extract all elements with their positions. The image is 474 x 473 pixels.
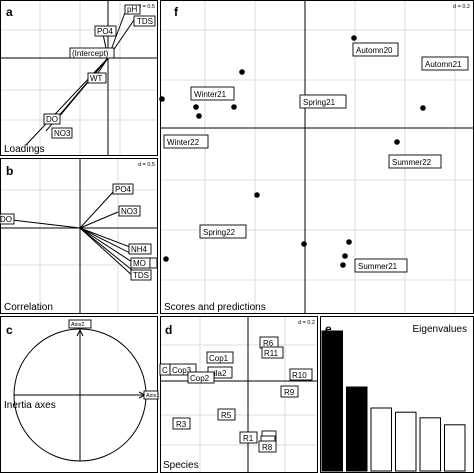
panel-f-letter: f — [174, 5, 179, 19]
score-point — [239, 69, 245, 75]
panel-f-label-summer22: Summer22 — [392, 158, 432, 167]
panel-e-letter: e — [325, 322, 332, 336]
panel-e: e Eigenvalues — [320, 316, 474, 473]
panel-a-label-do: DO — [46, 115, 58, 124]
score-point — [193, 104, 199, 110]
panel-d-label-cop2: Cop2 — [190, 374, 210, 383]
panel-f-label-spring22: Spring22 — [203, 228, 236, 237]
panel-d-label-r8: R8 — [262, 443, 273, 452]
score-point — [346, 239, 352, 245]
panel-a-label-ph: pH — [127, 5, 137, 14]
panel-f-label-winter22: Winter22 — [167, 138, 200, 147]
panel-d-label-r6: R6 — [263, 339, 274, 348]
panel-b-label-nh4: NH4 — [131, 245, 148, 254]
panel-a-label-tds: TDS — [137, 17, 153, 26]
score-point — [351, 35, 357, 41]
score-point — [163, 256, 169, 262]
panel-b-label-mo: MO — [133, 259, 146, 268]
eigenvalue-bar-3 — [370, 407, 392, 472]
panel-b-label-tds: TDS — [133, 271, 149, 280]
panel-d-label-r10: R10 — [292, 371, 307, 380]
panel-d-label-r9: R9 — [284, 388, 295, 397]
panel-d-letter: d — [165, 323, 172, 337]
panel-d-label-cop1: Cop1 — [209, 354, 229, 363]
panel-c-label-axis2: Axis2 — [71, 322, 84, 328]
panel-a-scale: d = 0.5 — [138, 4, 155, 10]
panel-d-label-r5: R5 — [221, 411, 232, 420]
eigenvalue-bars — [321, 330, 466, 472]
score-point — [420, 105, 426, 111]
panel-d: d = 0.2 Cop1 R6 R11 C ila2 Cop3 Cop2 R10… — [159, 316, 318, 473]
panel-d-caption: Species — [163, 460, 199, 471]
panel-d-label-ila2: ila2 — [214, 369, 227, 378]
panel-d-label-c: C — [162, 366, 168, 375]
panel-a-letter: a — [6, 5, 13, 19]
panel-a-label-no3: NO3 — [54, 129, 71, 138]
score-point — [196, 113, 202, 119]
panel-c-caption: Inertia axes — [4, 400, 56, 411]
panel-a: d = 0.5 pH TDS PO4 (Intercept) WT DO NO3… — [0, 0, 158, 156]
panel-d-label-cop3: Cop3 — [172, 366, 192, 375]
panel-f-scale: d = 0.2 — [453, 4, 470, 10]
score-point — [340, 262, 346, 268]
panel-a-caption: Loadings — [4, 144, 45, 155]
panel-f-points — [159, 35, 426, 268]
panel-a-label-po4: PO4 — [97, 27, 114, 36]
panel-b-scale: d = 0.5 — [138, 162, 155, 168]
panel-b: d = 0.5 PO4 NO3 DO NH4 MO TDS b Correlat… — [0, 158, 158, 314]
panel-e-title: Eigenvalues — [413, 324, 467, 335]
panel-d-label-r3: R3 — [176, 420, 187, 429]
panel-f-caption: Scores and predictions — [164, 302, 266, 313]
panel-f: d = 0.2 Automn20 Automn21 Winter21 Sprin… — [159, 0, 474, 314]
panel-d-scale: d = 0.2 — [298, 320, 315, 326]
panel-a-label-wt: WT — [90, 74, 103, 83]
panel-c-label-axis1: Axis1 — [146, 393, 159, 399]
eigenvalue-bar-1 — [321, 330, 343, 472]
panel-f-label-automn20: Automn20 — [356, 46, 393, 55]
panel-b-letter: b — [6, 164, 13, 178]
panel-b-label-no3: NO3 — [121, 207, 138, 216]
eigenvalue-bar-4 — [395, 411, 417, 472]
panel-b-arrows — [11, 190, 135, 278]
panel-b-label-po4: PO4 — [115, 185, 132, 194]
panel-b-label-do: DO — [0, 215, 12, 224]
panel-f-label-automn21: Automn21 — [425, 60, 462, 69]
panel-b-caption: Correlation — [4, 302, 53, 313]
panel-d-label-r11: R11 — [264, 349, 279, 358]
score-point — [159, 96, 165, 102]
eigenvalue-bar-2 — [346, 386, 368, 472]
score-point — [254, 192, 260, 198]
panel-f-label-winter21: Winter21 — [194, 90, 227, 99]
panel-f-grid — [161, 1, 473, 313]
eigenvalue-bar-6 — [444, 424, 466, 472]
panel-a-label-intercept: (Intercept) — [72, 49, 109, 58]
panel-c-letter: c — [6, 323, 13, 337]
panel-f-label-spring21: Spring21 — [303, 98, 336, 107]
score-point — [231, 104, 237, 110]
score-point — [301, 241, 307, 247]
panel-d-grid — [161, 317, 317, 472]
score-point — [342, 253, 348, 259]
panel-f-label-summer21: Summer21 — [358, 262, 398, 271]
panel-d-label-r1: R1 — [243, 434, 254, 443]
panel-c: Axis2 Axis1 c Inertia axes — [0, 316, 159, 473]
eigenvalue-bar-5 — [419, 417, 441, 472]
score-point — [394, 139, 400, 145]
